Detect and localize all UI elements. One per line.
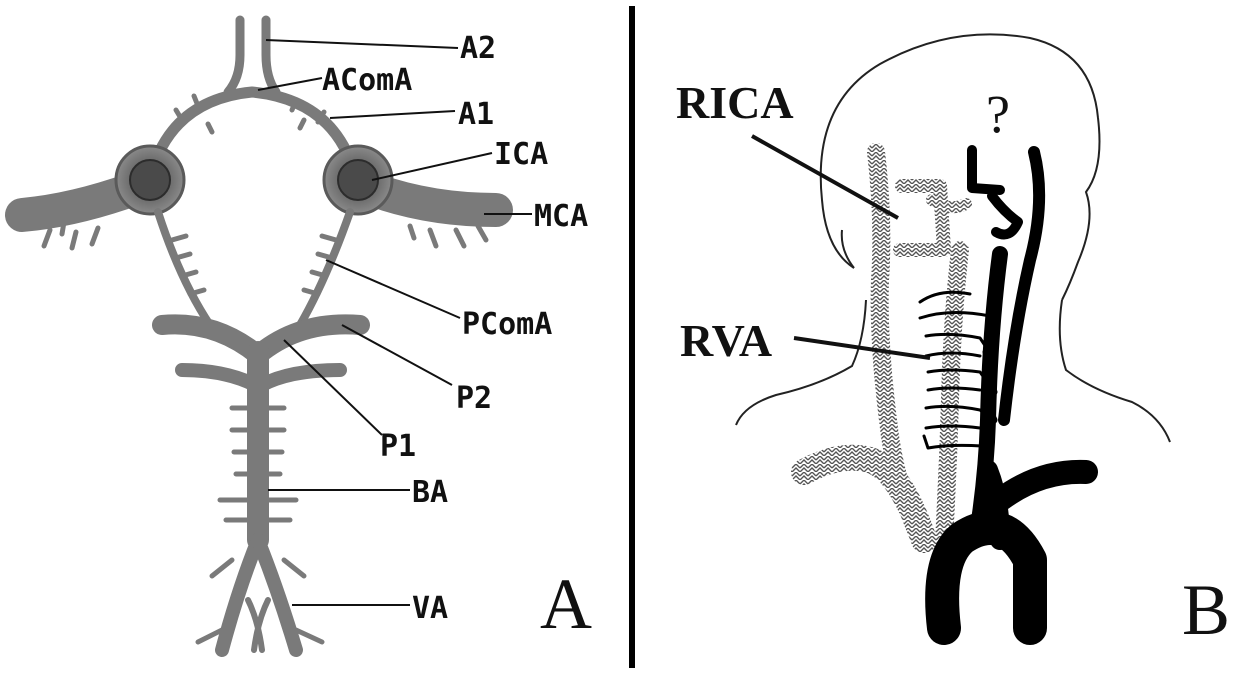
label-acoma: AComA (322, 63, 412, 98)
label-a2: A2 (460, 31, 496, 66)
panel-b: RICA RVA ? B (676, 34, 1230, 650)
panel-a: A2 AComA A1 ICA MCA PComA P2 P1 BA VA A (22, 20, 592, 650)
label-ica: ICA (494, 137, 548, 172)
circle-of-willis-drawing (22, 20, 496, 650)
label-a1: A1 (458, 97, 494, 132)
label-ba: BA (412, 475, 448, 510)
label-rica: RICA (676, 77, 794, 128)
label-rva: RVA (680, 315, 772, 366)
label-va: VA (412, 591, 448, 626)
label-pcoma: PComA (462, 307, 552, 342)
question-mark: ? (986, 84, 1010, 144)
label-mca: MCA (534, 199, 588, 234)
label-p2: P2 (456, 381, 492, 416)
rva-leader-line (794, 338, 930, 358)
label-p1: P1 (380, 429, 416, 464)
panel-letter-b: B (1182, 570, 1230, 650)
panel-letter-a: A (540, 564, 592, 644)
